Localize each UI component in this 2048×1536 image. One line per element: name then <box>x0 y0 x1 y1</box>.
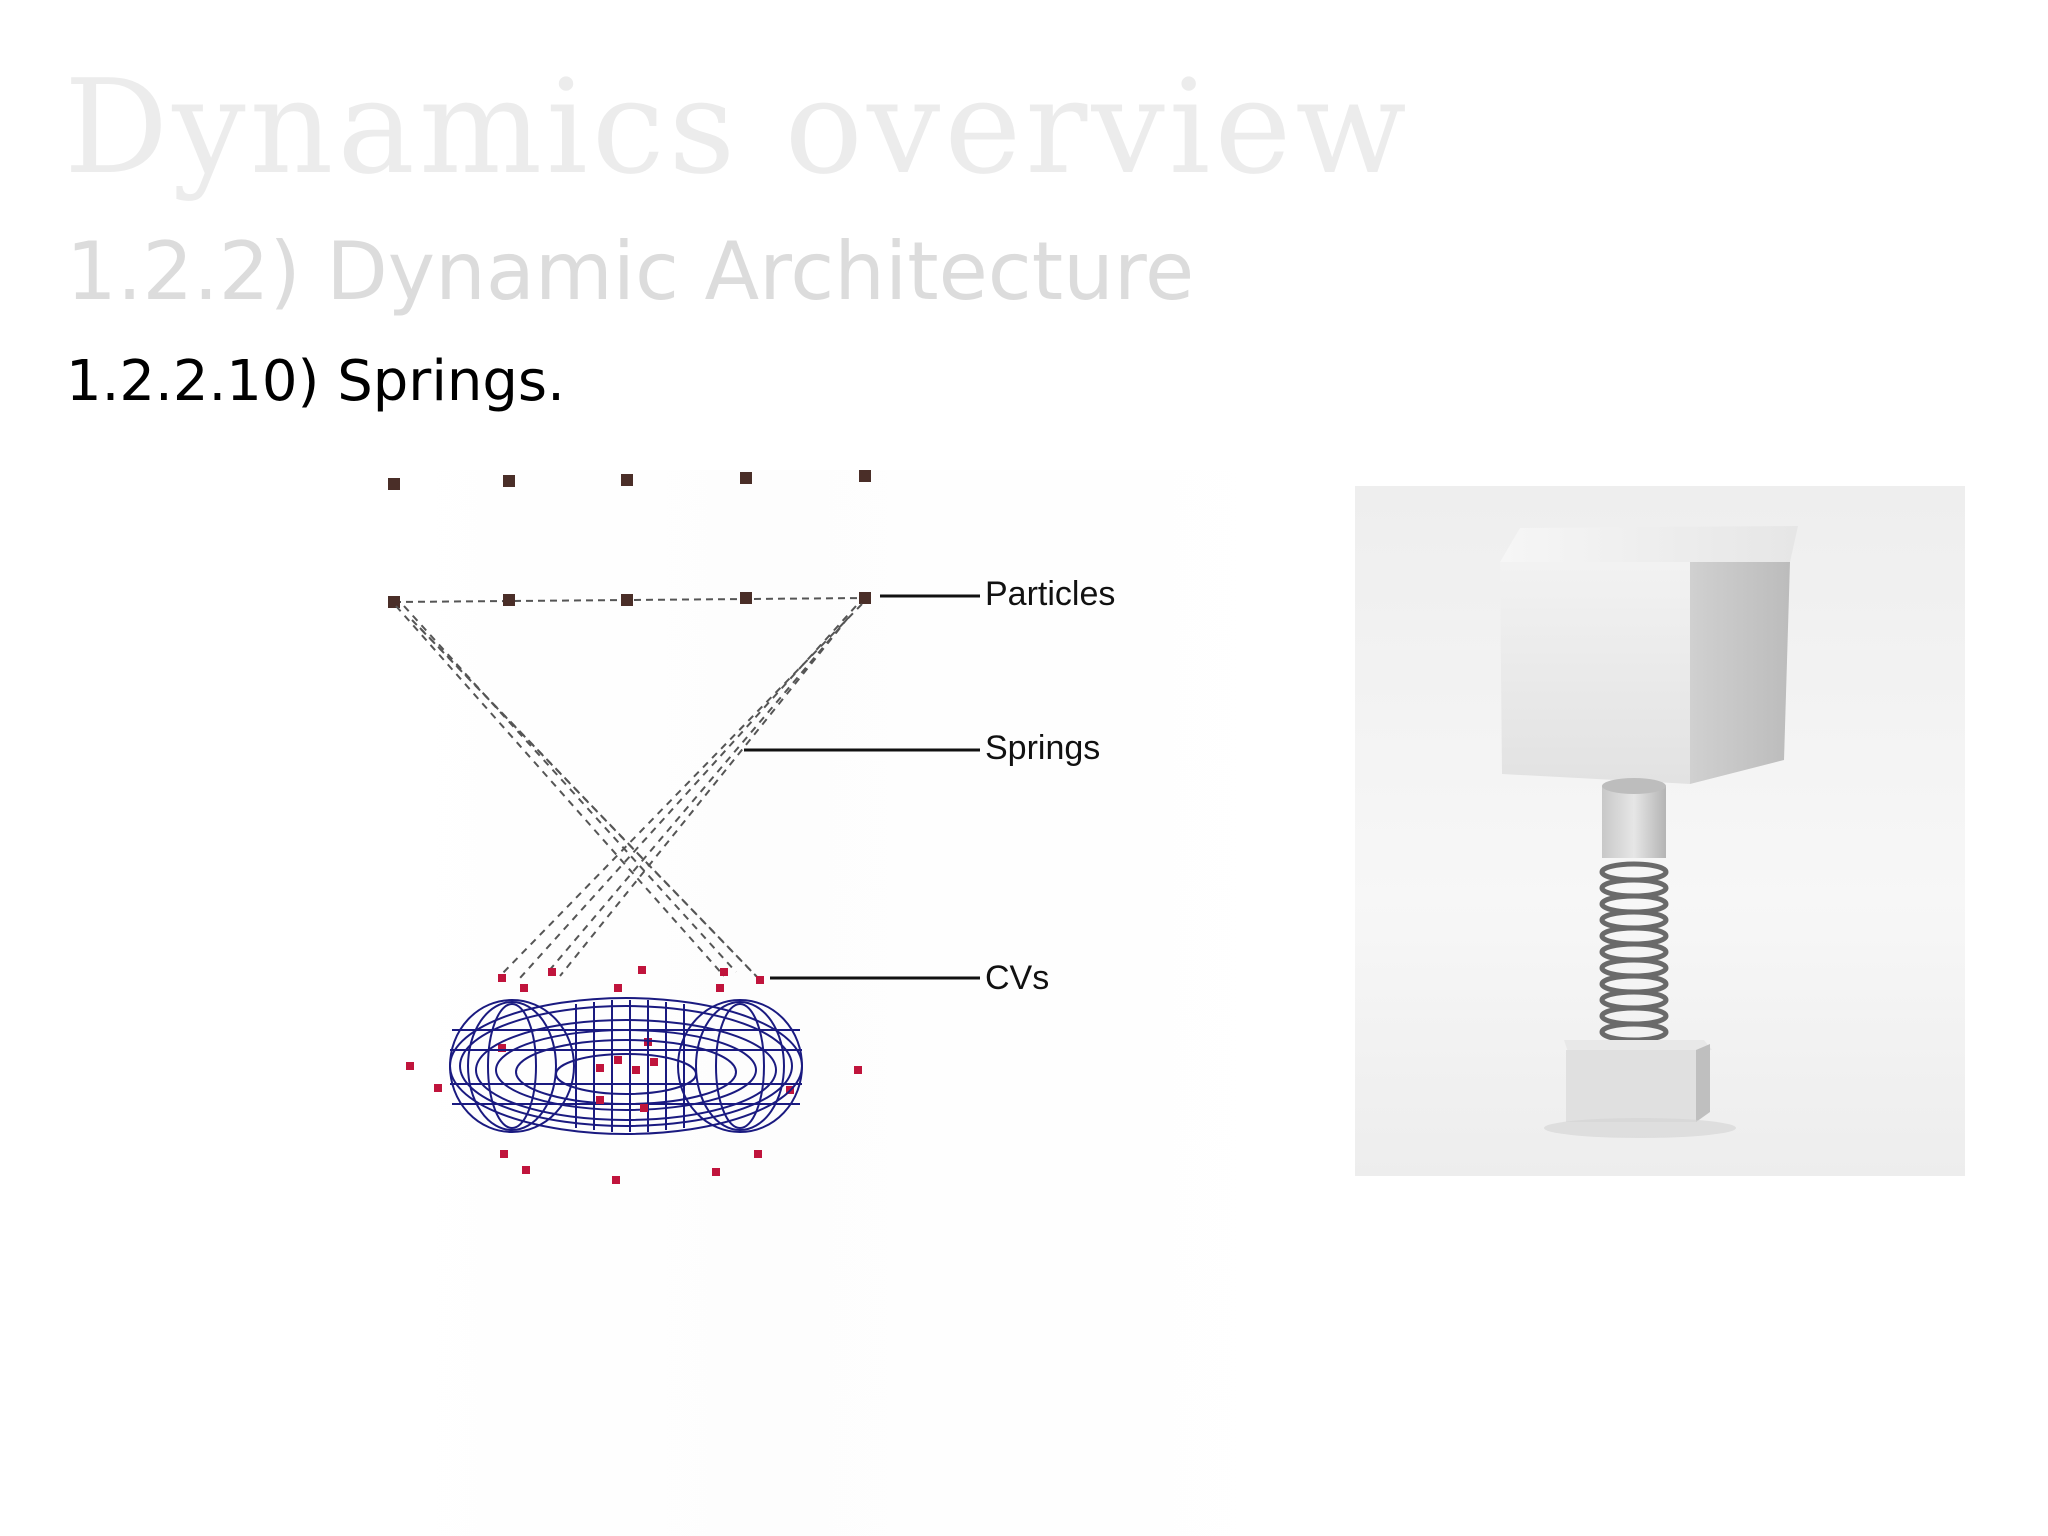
slide-bullet-point: 1.2.2.10) Springs. <box>66 349 565 414</box>
slide-title: Dynamics overview <box>64 51 1411 203</box>
base-top <box>1564 1040 1712 1052</box>
cube-side <box>1690 562 1790 784</box>
cube-front <box>1500 562 1690 784</box>
label-particles: Particles <box>985 575 1116 613</box>
label-springs: Springs <box>985 729 1101 767</box>
spring-shaft <box>1602 786 1666 858</box>
cube-top <box>1500 526 1798 562</box>
base-front <box>1566 1050 1696 1122</box>
photo-background <box>1355 486 1965 1176</box>
label-cvs: CVs <box>985 959 1050 997</box>
slide-subtitle: 1.2.2) Dynamic Architecture <box>66 225 1195 318</box>
base-side <box>1696 1044 1710 1122</box>
cube-spring-photo <box>1355 486 1965 1176</box>
diagram-background <box>388 470 1308 1536</box>
coil-spring <box>1599 861 1669 1043</box>
